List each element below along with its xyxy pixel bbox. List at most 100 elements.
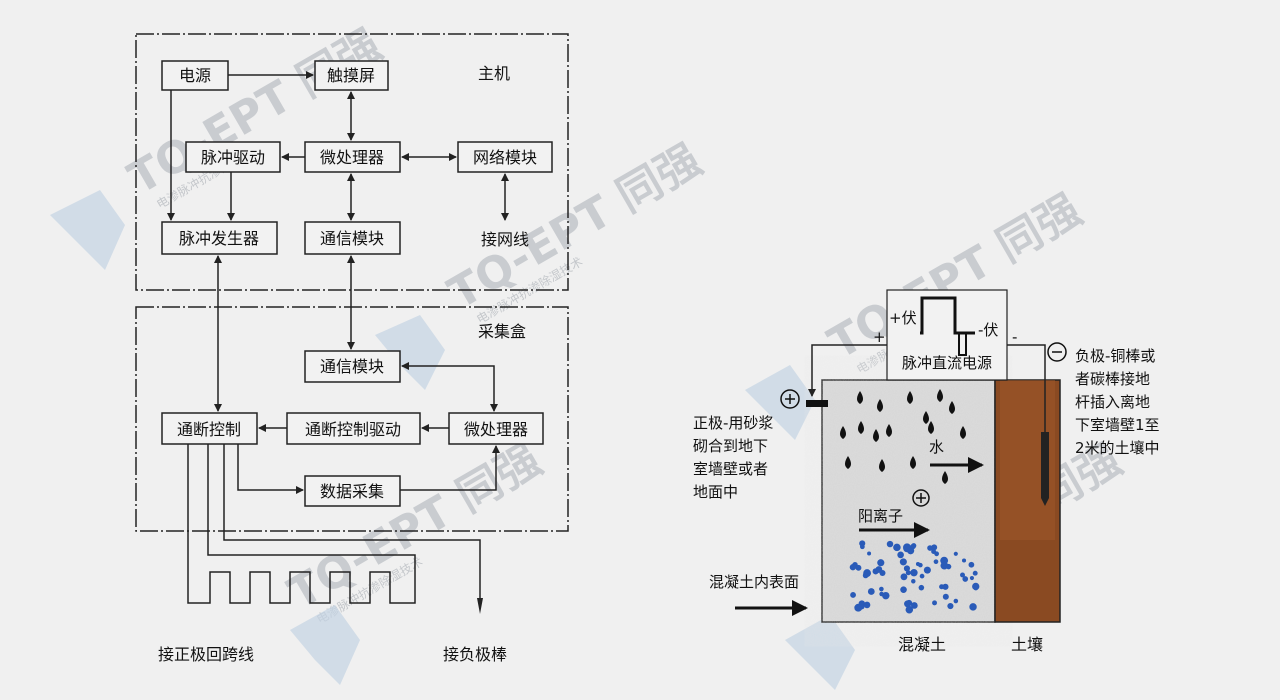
pulse-generator-box: 脉冲发生器 <box>161 221 278 255</box>
cation-dot <box>972 570 978 576</box>
water-drop <box>858 421 864 434</box>
water-drop <box>879 459 885 472</box>
cation-dot <box>897 551 904 559</box>
water-drop <box>928 421 934 434</box>
water-drop <box>923 411 929 424</box>
cation-dot <box>877 559 885 567</box>
plus-circle-icon <box>780 389 800 409</box>
cation-dot <box>910 602 918 609</box>
svg-text:负极-铜棒或: 负极-铜棒或 <box>1075 347 1155 365</box>
water-drop <box>886 424 892 437</box>
cation-dot <box>899 558 907 566</box>
collector-connectors <box>187 362 500 614</box>
water-drop <box>960 426 966 439</box>
cation-dot <box>867 588 875 595</box>
anode-note: 正极-用砂浆 砌合到地下 室墙壁或者 地面中 <box>693 414 773 501</box>
cation-dot <box>855 564 862 571</box>
cation-dots <box>849 540 980 614</box>
svg-text:微处理器: 微处理器 <box>464 420 528 439</box>
cation-dot <box>863 601 871 609</box>
svg-text:脉冲驱动: 脉冲驱动 <box>201 148 265 167</box>
water-drops <box>840 389 966 484</box>
cation-dot <box>859 604 865 610</box>
water-drop <box>873 429 879 442</box>
collector-comm-module-box: 通信模块 <box>304 350 401 383</box>
water-drop <box>877 399 883 412</box>
host-microprocessor-box: 微处理器 <box>304 141 401 173</box>
svg-text:砌合到地下: 砌合到地下 <box>693 437 768 455</box>
svg-text:正极-用砂浆: 正极-用砂浆 <box>693 414 773 432</box>
host-connectors <box>167 71 509 412</box>
collector-container <box>135 306 569 532</box>
host-title: 主机 <box>478 64 510 83</box>
cation-dot <box>905 605 914 614</box>
svg-text:室墙壁或者: 室墙壁或者 <box>693 460 768 478</box>
water-drop <box>937 389 943 402</box>
cation-dot <box>911 579 916 584</box>
svg-text:通断控制驱动: 通断控制驱动 <box>305 420 401 439</box>
host-container <box>135 33 569 291</box>
svg-text:通信模块: 通信模块 <box>320 357 384 376</box>
cation-dot <box>932 600 937 606</box>
svg-text:地面中: 地面中 <box>693 483 738 501</box>
svg-text:触摸屏: 触摸屏 <box>327 66 375 85</box>
electroosmosis-diagram: +伏 -伏 脉冲直流电源 + - 水 阳离子 混凝土内表面 混凝土 土壤 正极-… <box>693 289 1160 654</box>
soil-label: 土壤 <box>1011 635 1043 654</box>
data-acquisition-box: 数据采集 <box>304 475 401 507</box>
negative-rod-label: 接负极棒 <box>443 645 507 664</box>
cation-dot <box>962 576 969 582</box>
switch-control-box: 通断控制 <box>161 412 258 445</box>
cation-dot <box>939 584 945 590</box>
inner-surface-label: 混凝土内表面 <box>709 573 799 591</box>
cation-dot <box>850 592 856 598</box>
cation-dot <box>886 540 894 548</box>
cation-dot <box>893 543 901 552</box>
cation-plus-icon <box>912 489 930 507</box>
cation-dot <box>903 543 911 552</box>
power-supply-box <box>886 289 1008 381</box>
cation-dot <box>968 561 975 568</box>
cation-dot <box>900 573 908 581</box>
svg-text:微处理器: 微处理器 <box>320 148 384 167</box>
cation-dot <box>918 584 925 591</box>
cation-dot <box>910 543 916 550</box>
cation-dot <box>903 565 911 572</box>
cation-dot <box>900 586 907 593</box>
cation-dot <box>953 598 959 604</box>
cation-dot <box>923 566 931 574</box>
cation-dot <box>969 603 977 611</box>
cation-dot <box>953 551 958 556</box>
cation-dot <box>961 558 967 563</box>
svg-text:者碳棒接地: 者碳棒接地 <box>1075 370 1150 388</box>
water-drop <box>949 401 955 414</box>
svg-text:下室墙壁1至: 下室墙壁1至 <box>1075 416 1160 434</box>
cation-dot <box>960 572 965 578</box>
concrete-label: 混凝土 <box>898 635 946 654</box>
cation-dot <box>973 585 979 591</box>
water-label: 水 <box>929 438 944 456</box>
collector-microprocessor-box: 微处理器 <box>448 412 544 445</box>
cation-dot <box>879 586 884 592</box>
svg-text:通断控制: 通断控制 <box>177 420 241 439</box>
water-drop <box>942 471 948 484</box>
switch-driver-box: 通断控制驱动 <box>286 412 421 445</box>
minus-circle-icon <box>1047 342 1067 362</box>
svg-text:数据采集: 数据采集 <box>320 482 384 501</box>
cation-dot <box>859 544 865 550</box>
svg-text:电源: 电源 <box>179 66 211 85</box>
touchscreen-box: 触摸屏 <box>314 60 389 91</box>
cation-dot <box>849 564 857 571</box>
cation-dot <box>940 561 949 570</box>
water-drop <box>857 391 863 404</box>
pulse-driver-box: 脉冲驱动 <box>185 141 281 173</box>
cation-dot <box>915 561 921 567</box>
svg-text:+伏: +伏 <box>889 309 917 327</box>
cation-dot <box>875 566 883 573</box>
cation-dot <box>927 545 933 551</box>
collector-title: 采集盒 <box>478 322 526 341</box>
network-module-box: 网络模块 <box>457 141 553 173</box>
water-drop <box>907 391 913 404</box>
cathode-rod <box>1041 432 1049 506</box>
cation-dot <box>942 593 949 600</box>
cation-dot <box>910 569 918 577</box>
